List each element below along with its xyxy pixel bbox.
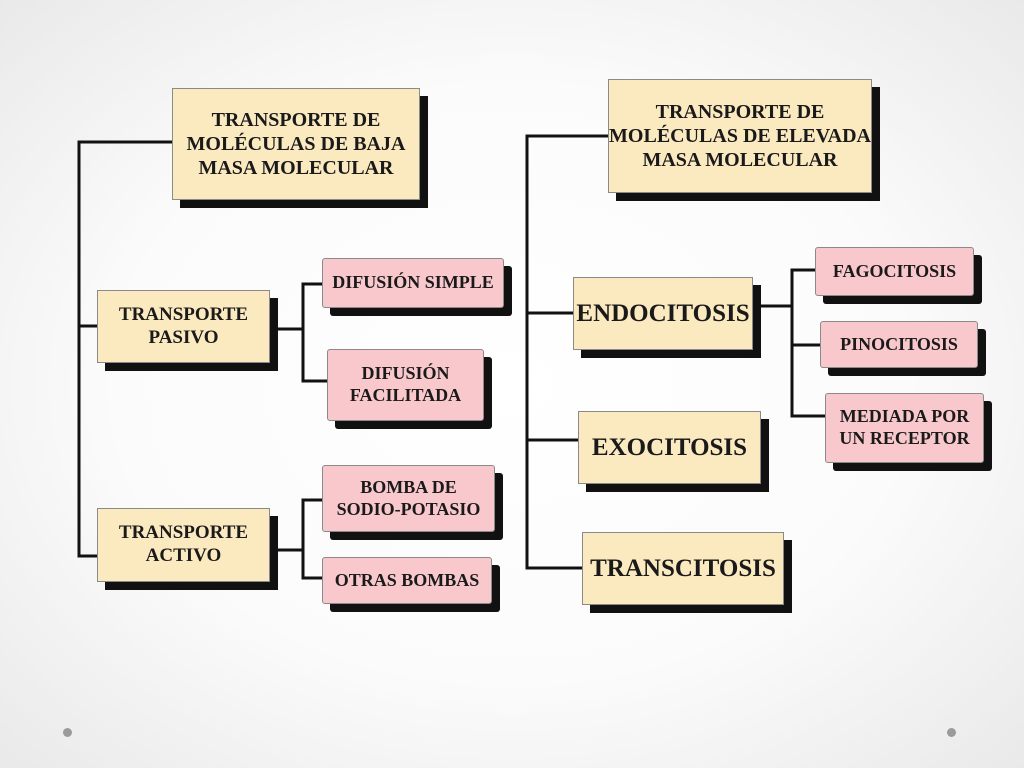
mediada-por-receptor-box: MEDIADA POR UN RECEPTOR (825, 393, 984, 463)
difusion-simple-label: DIFUSIÓN SIMPLE (332, 272, 494, 293)
connector-left-root (77, 140, 174, 558)
transcitosis-label: TRANSCITOSIS (590, 554, 776, 582)
otras-bombas-label: OTRAS BOMBAS (334, 569, 480, 590)
slide-dot-left (63, 728, 72, 737)
fagocitosis-box: FAGOCITOSIS (815, 247, 974, 296)
transporte-activo-label: TRANSPORTE ACTIVO (118, 522, 249, 566)
transcitosis-box: TRANSCITOSIS (582, 532, 784, 605)
slide-dot-right (947, 728, 956, 737)
bomba-sodio-potasio-label: BOMBA DE SODIO-POTASIO (336, 476, 481, 519)
right-root-label: TRANSPORTE DE MOLÉCULAS DE ELEVADA MASA … (609, 101, 871, 171)
pinocitosis-label: PINOCITOSIS (840, 333, 958, 354)
mediada-por-receptor-label: MEDIADA POR UN RECEPTOR (839, 406, 970, 448)
bomba-sodio-potasio-box: BOMBA DE SODIO-POTASIO (322, 465, 495, 532)
right-root-box: TRANSPORTE DE MOLÉCULAS DE ELEVADA MASA … (608, 79, 872, 193)
endocitosis-box: ENDOCITOSIS (573, 277, 753, 350)
left-root-box: TRANSPORTE DE MOLÉCULAS DE BAJA MASA MOL… (172, 88, 420, 200)
transporte-activo-box: TRANSPORTE ACTIVO (97, 508, 270, 582)
otras-bombas-box: OTRAS BOMBAS (322, 557, 492, 604)
transporte-pasivo-box: TRANSPORTE PASIVO (97, 290, 270, 363)
connector-pasivo-children (301, 282, 329, 383)
endocitosis-label: ENDOCITOSIS (576, 299, 750, 327)
transporte-pasivo-label: TRANSPORTE PASIVO (118, 303, 249, 348)
left-root-label: TRANSPORTE DE MOLÉCULAS DE BAJA MASA MOL… (186, 109, 406, 179)
difusion-facilitada-label: DIFUSIÓN FACILITADA (349, 363, 462, 405)
difusion-simple-box: DIFUSIÓN SIMPLE (322, 258, 504, 308)
difusion-facilitada-box: DIFUSIÓN FACILITADA (327, 349, 484, 421)
exocitosis-label: EXOCITOSIS (591, 433, 748, 461)
pinocitosis-box: PINOCITOSIS (820, 321, 978, 368)
fagocitosis-label: FAGOCITOSIS (832, 260, 957, 281)
connector-right-root (525, 134, 610, 570)
exocitosis-box: EXOCITOSIS (578, 411, 761, 484)
connector-activo-children (301, 498, 324, 580)
connector-endo-children (790, 268, 827, 418)
